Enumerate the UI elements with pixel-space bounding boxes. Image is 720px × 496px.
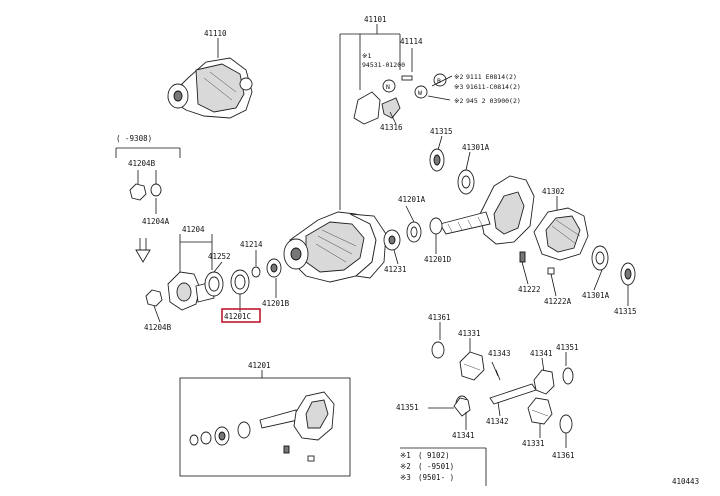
mark-2-w: ※2 [454,97,463,105]
bolts-41222 [519,251,557,297]
legend-text-1: ( 9102) [418,451,450,460]
flange-group-41204 [115,147,282,323]
ring-gear-pinion [439,175,535,245]
label-41331-lower: 41331 [522,439,545,448]
callout-symbols [382,73,453,101]
kit-box-41201 [179,370,351,477]
label-41231: 41231 [384,265,407,274]
label-41315-upper: 41315 [430,127,453,136]
label-41361-upper: 41361 [428,313,451,322]
b-line2: 91611-C0814(2) [466,83,521,91]
differential-housing [283,211,387,283]
label-41214: 41214 [240,240,263,249]
diagram-id: 410443 [672,477,699,486]
mark-3-b: ※3 [454,83,463,91]
mark-1-top: ※1 [362,52,371,60]
carrier-assembly-41110 [167,38,253,119]
legend: ※1 ( 9102) ※2 ( -9501) ※3 (9501- ) [400,447,487,486]
label-41201c: 41201C [224,312,251,321]
label-41351-left: 41351 [396,403,419,412]
label-41301a-upper: 41301A [462,143,490,152]
bearing-41315-lower [591,245,636,306]
bearing-cap-41316 [353,75,413,125]
label-41341-left: 41341 [452,431,475,440]
bearing-41315-upper [429,135,475,195]
label-41204: 41204 [182,225,205,234]
label-41343: 41343 [488,349,511,358]
pinion-gears-group [428,322,574,448]
w-line: 945 2 03900(2) [466,97,521,105]
b-line1: 9111 E0814(2) [466,73,517,81]
label-41201b: 41201B [262,299,290,308]
housing-41101-leaders [339,24,413,210]
label-41351-right: 41351 [556,343,579,352]
differential-case-41302 [533,196,589,261]
label-41114: 41114 [400,37,423,46]
label-41341-right: 41341 [530,349,553,358]
callout-w-text: W [418,89,422,97]
label-41252: 41252 [208,252,231,261]
label-41222a: 41222A [544,297,572,306]
label-41315-lower: 41315 [614,307,637,316]
legend-text-2: ( -9501) [418,462,454,471]
label-41316: 41316 [380,123,403,132]
legend-mark-3: ※3 [400,473,411,482]
label-41204b-top: 41204B [128,159,156,168]
callout-b-text: B [437,77,441,85]
legend-mark-1: ※1 [400,451,411,460]
range-bracket: ( -9308) [116,134,152,143]
highlight-41201c [221,308,261,323]
label-41201d: 41201D [424,255,452,264]
label-41201a: 41201A [398,195,426,204]
label-41204a: 41204A [142,217,170,226]
label-41331-upper: 41331 [458,329,481,338]
legend-mark-2: ※2 [400,462,411,471]
mark-2-b: ※2 [454,73,463,81]
label-41302: 41302 [542,187,565,196]
label-94531: 94531-01200 [362,61,405,69]
label-41201: 41201 [248,361,271,370]
label-41361-lower: 41361 [552,451,575,460]
label-41222: 41222 [518,285,541,294]
bearings-41201A-41231 [383,205,443,265]
label-41101: 41101 [364,15,387,24]
legend-text-3: (9501- ) [418,473,454,482]
callout-n-text: N [386,83,390,91]
label-41204b-bottom: 41204B [144,323,172,332]
label-41110: 41110 [204,29,227,38]
label-41342: 41342 [486,417,509,426]
label-41301a-lower: 41301A [582,291,610,300]
